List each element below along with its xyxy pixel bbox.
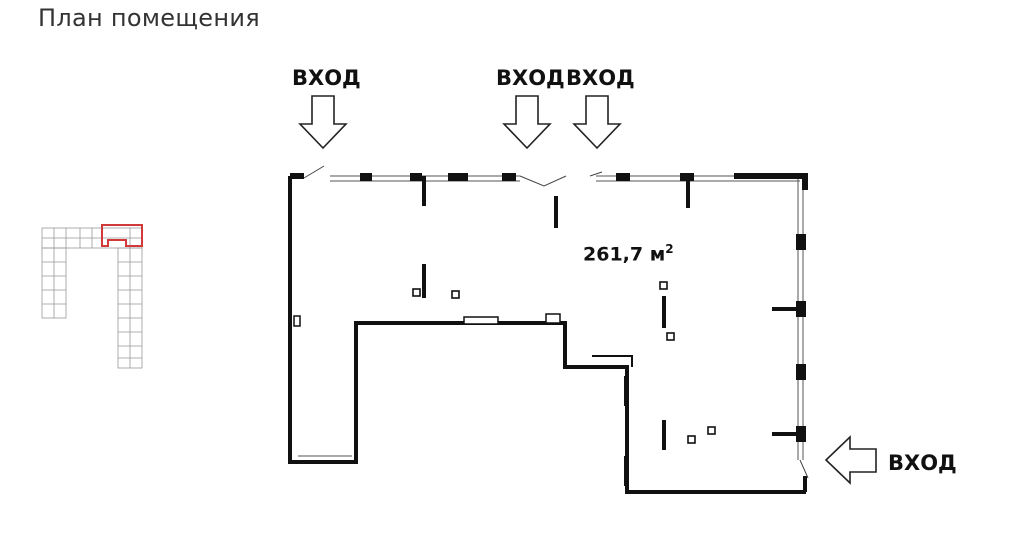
door-swings [303, 165, 809, 479]
entry-label-3: ВХОД [566, 66, 635, 90]
entry-arrow-1 [298, 95, 348, 150]
entry-label-4: ВХОД [888, 451, 957, 475]
interior-elements [422, 176, 800, 486]
entry-label-2: ВХОД [496, 66, 565, 90]
entry-label-1: ВХОД [292, 66, 361, 90]
area-unit-superscript: 2 [665, 242, 674, 256]
area-value: 261,7 м [583, 243, 666, 266]
area-label: 261,7 м2 [583, 242, 674, 265]
page-title: План помещения [38, 4, 260, 32]
entry-arrow-4 [824, 435, 877, 485]
columns [360, 173, 806, 442]
walls [288, 173, 808, 494]
entry-arrow-2 [502, 95, 552, 150]
entry-arrow-3 [572, 95, 622, 150]
small-columns [412, 281, 716, 444]
key-plan-highlight [101, 224, 143, 247]
building-key-plan [41, 227, 143, 369]
